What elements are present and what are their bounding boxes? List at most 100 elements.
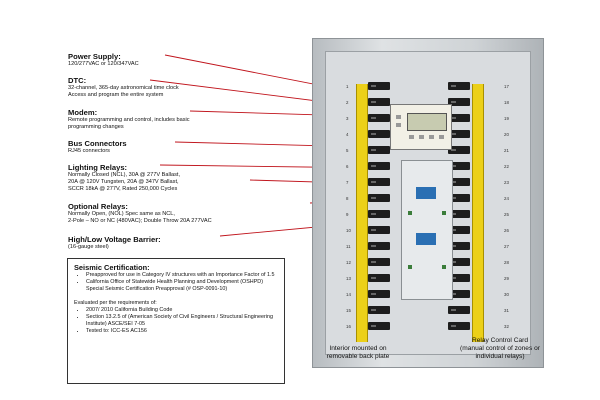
relay-number: 30 [504, 292, 509, 297]
lighting-relay [368, 98, 390, 106]
lighting-relay [368, 242, 390, 250]
relay-number: 13 [346, 276, 351, 281]
lighting-relay [448, 258, 470, 266]
relay-number: 24 [504, 196, 509, 201]
lighting-relay [448, 274, 470, 282]
relay-number: 3 [346, 116, 349, 121]
callout-body: (16-gauge steel) [68, 244, 109, 250]
callout-title: Lighting Relays: [68, 163, 128, 172]
lighting-relay [368, 226, 390, 234]
relay-number: 7 [346, 180, 349, 185]
callout-body: RJ45 connectors [68, 148, 110, 154]
callout-title: Power Supply: [68, 52, 121, 61]
lighting-relay [448, 242, 470, 250]
lighting-relay [448, 114, 470, 122]
lighting-relay [448, 82, 470, 90]
relay-number: 17 [504, 84, 509, 89]
relay-number: 26 [504, 228, 509, 233]
relay-number: 25 [504, 212, 509, 217]
callout-title: Bus Connectors [68, 139, 127, 148]
relay-number: 31 [504, 308, 509, 313]
seismic-requirement: 2007/ 2010 California Building Code [86, 307, 278, 314]
callout-body: Normally Closed (NCL), 30A @ 277V Ballas… [68, 172, 181, 193]
lighting-relay [368, 258, 390, 266]
lighting-relay [368, 162, 390, 170]
control-card-led [408, 265, 412, 269]
seismic-certification-box: Seismic Certification: Preapproved for u… [67, 258, 285, 384]
callout-title: Optional Relays: [68, 202, 128, 211]
time-clock-key [429, 135, 434, 139]
callout-title: Modem: [68, 108, 98, 117]
time-clock-key [419, 135, 424, 139]
time-clock-key [396, 115, 401, 119]
callout-modem: Modem: Remote programming and control, i… [68, 108, 318, 131]
callout-body: Remote programming and control, includes… [68, 117, 190, 131]
relay-number: 14 [346, 292, 351, 297]
callout-title: DTC: [68, 76, 87, 85]
lighting-relay [368, 290, 390, 298]
relay-number: 9 [346, 212, 349, 217]
relay-number: 20 [504, 132, 509, 137]
relay-number: 1 [346, 84, 349, 89]
callout-bus-connectors: Bus Connectors RJ45 connectors [68, 139, 318, 155]
relay-number: 8 [346, 196, 349, 201]
callout-lighting-relays: Lighting Relays: Normally Closed (NCL), … [68, 163, 318, 194]
lighting-relay [448, 98, 470, 106]
callout-dtc: DTC: 32-channel, 365-day astronomical ti… [68, 76, 318, 99]
lighting-relay [448, 130, 470, 138]
lighting-relay [448, 178, 470, 186]
relay-number: 11 [346, 244, 351, 249]
relay-number: 2 [346, 100, 349, 105]
relay-number: 6 [346, 164, 349, 169]
relay-number: 19 [504, 116, 509, 121]
relay-number: 21 [504, 148, 509, 153]
lighting-relay [368, 194, 390, 202]
seismic-requirement: Tested to: ICC-ES AC156 [86, 328, 278, 335]
seismic-list: Preapproved for use in Category IV struc… [74, 272, 278, 292]
relay-number: 27 [504, 244, 509, 249]
lighting-relay [368, 130, 390, 138]
relay-number: 5 [346, 148, 349, 153]
seismic-item: California Office of Statewide Health Pl… [86, 279, 278, 293]
lighting-relay [448, 226, 470, 234]
control-card-chip [416, 233, 436, 245]
time-clock-key [409, 135, 414, 139]
left-relay-rail [356, 84, 368, 342]
lighting-relay [368, 178, 390, 186]
lighting-relay [368, 210, 390, 218]
relay-number: 10 [346, 228, 351, 233]
lighting-relay [368, 114, 390, 122]
relay-number: 22 [504, 164, 509, 169]
time-clock-module [390, 104, 452, 150]
relay-number: 23 [504, 180, 509, 185]
lighting-relay [368, 82, 390, 90]
right-relay-rail [472, 84, 484, 342]
control-card-led [442, 265, 446, 269]
relay-number: 15 [346, 308, 351, 313]
control-card-led [442, 211, 446, 215]
callout-power-supply: Power Supply: 120/277VAC or 120/347VAC [68, 52, 318, 68]
lighting-relay [368, 274, 390, 282]
callout-optional-relays: Optional Relays: Normally Open, (NOL) Sp… [68, 202, 318, 225]
relay-number: 29 [504, 276, 509, 281]
lighting-relay [368, 306, 390, 314]
relay-number: 28 [504, 260, 509, 265]
interior-mount-label: Interior mounted on removable back plate [326, 345, 390, 360]
time-clock-display [407, 113, 447, 131]
seismic-requirement: Section 13.2.5 of (American Society of C… [86, 314, 278, 328]
lighting-relay [448, 306, 470, 314]
callout-barrier: High/Low Voltage Barrier: (16-gauge stee… [68, 235, 318, 251]
lighting-relay [448, 322, 470, 330]
relay-number: 4 [346, 132, 349, 137]
seismic-title: Seismic Certification: [74, 263, 150, 272]
callout-title: High/Low Voltage Barrier: [68, 235, 161, 244]
lighting-relay [448, 194, 470, 202]
lighting-relay [448, 290, 470, 298]
right-relay-column [448, 82, 470, 344]
seismic-evaluated-intro: Evaluated per the requirements of: [74, 300, 157, 307]
relay-number: 32 [504, 324, 509, 329]
callout-body: 120/277VAC or 120/347VAC [68, 61, 139, 67]
seismic-item: Preapproved for use in Category IV struc… [86, 272, 278, 279]
lighting-relay [448, 210, 470, 218]
